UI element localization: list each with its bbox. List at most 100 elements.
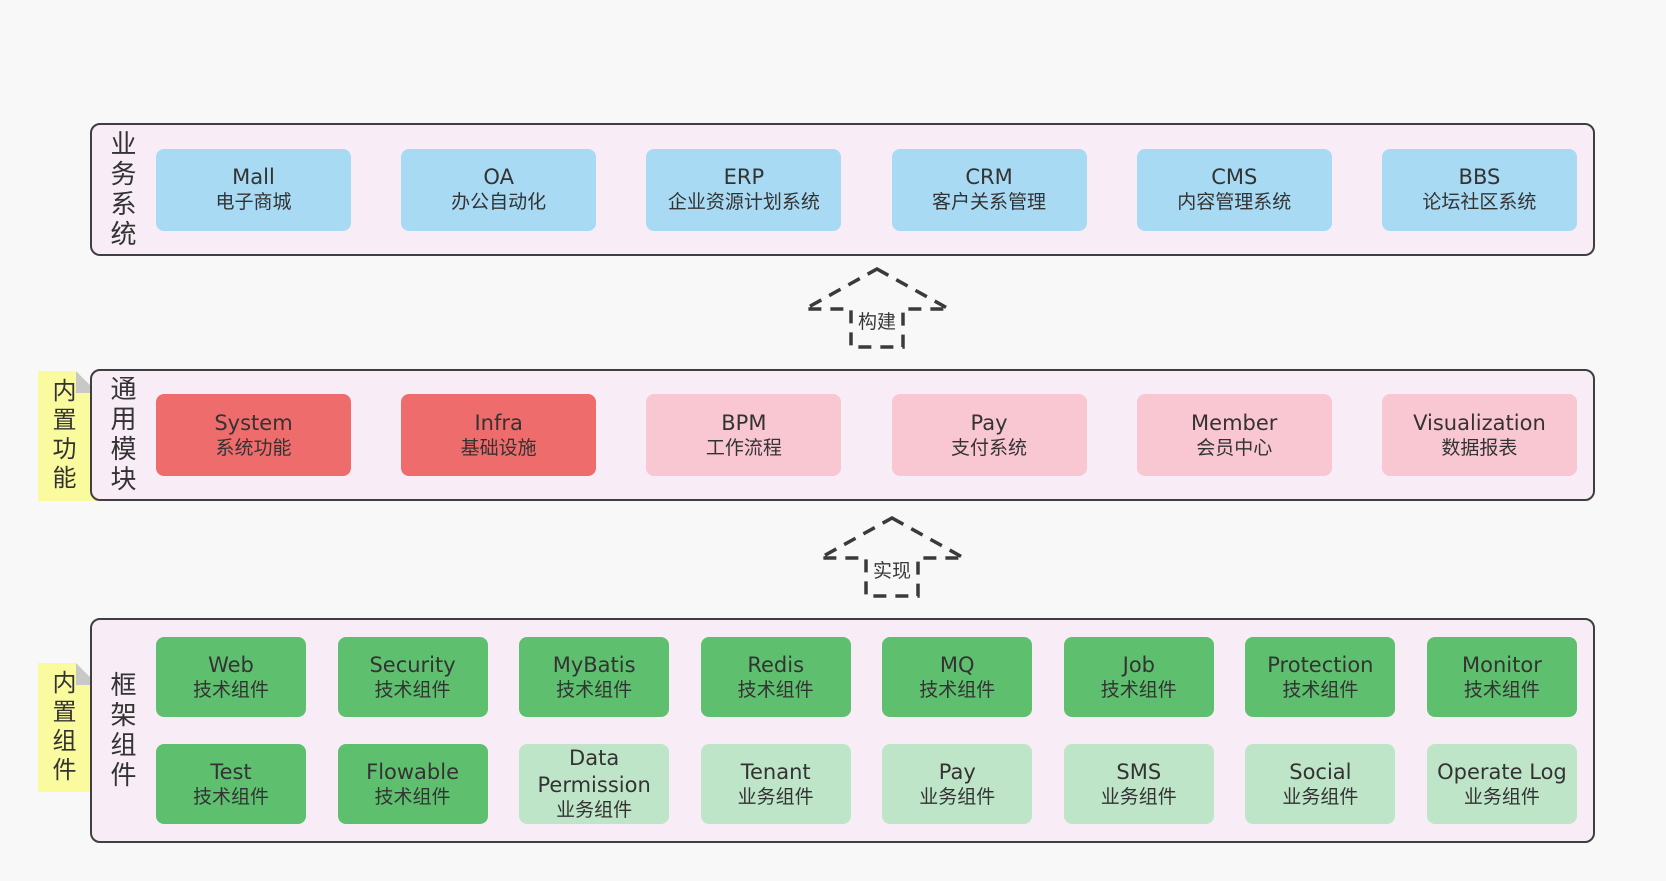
box-title: Member <box>1191 410 1278 435</box>
box-subtitle: 技术组件 <box>1282 678 1359 701</box>
box-erp: ERP 企业资源计划系统 <box>646 148 842 231</box>
box-operate-log: Operate Log 业务组件 <box>1426 744 1577 824</box>
box-subtitle: 工作流程 <box>705 436 782 459</box>
box-mq: MQ 技术组件 <box>882 637 1033 717</box>
box-subtitle: 论坛社区系统 <box>1422 191 1537 214</box>
box-subtitle: 技术组件 <box>919 678 996 701</box>
box-job: Job 技术组件 <box>1063 637 1214 717</box>
box-subtitle: 技术组件 <box>737 678 814 701</box>
box-subtitle: 会员中心 <box>1196 436 1273 459</box>
box-subtitle: 技术组件 <box>374 678 451 701</box>
box-flowable: Flowable 技术组件 <box>337 744 488 824</box>
box-member: Member 会员中心 <box>1136 394 1332 476</box>
box-title: MQ <box>939 652 975 677</box>
box-data-permission: Data Permission 业务组件 <box>519 744 670 824</box>
box-title: OA <box>483 165 514 190</box>
box-title: BBS <box>1458 165 1501 190</box>
box-subtitle: 技术组件 <box>1100 678 1177 701</box>
sticky-note-builtin-features: 内置功能 <box>38 371 98 501</box>
box-subtitle: 业务组件 <box>1463 785 1540 808</box>
box-subtitle: 办公自动化 <box>451 191 547 214</box>
box-title: Monitor <box>1462 652 1542 677</box>
arrow-label: 构建 <box>854 307 900 334</box>
box-subtitle: 基础设施 <box>460 436 537 459</box>
panel-common-modules: 通用模块 System 系统功能 Infra 基础设施 BPM 工作流程 Pay… <box>90 369 1595 501</box>
box-subtitle: 电子商城 <box>215 191 292 214</box>
arrow-label: 实现 <box>869 556 915 583</box>
box-bpm: BPM 工作流程 <box>646 394 842 476</box>
box-title: Protection <box>1267 652 1374 677</box>
panel-label-business: 业务系统 <box>106 129 136 250</box>
box-subtitle: 企业资源计划系统 <box>667 191 820 214</box>
dashed-up-arrow-icon <box>799 266 955 349</box>
box-title: Visualization <box>1413 410 1546 435</box>
box-tenant: Tenant 业务组件 <box>700 744 851 824</box>
box-security: Security 技术组件 <box>337 637 488 717</box>
box-test: Test 技术组件 <box>156 744 306 824</box>
box-bbs: BBS 论坛社区系统 <box>1381 148 1577 231</box>
sticky-note-label: 内置组件 <box>48 669 76 786</box>
box-title: Operate Log <box>1437 759 1567 784</box>
business-row: Mall 电子商城 OA 办公自动化 ERP 企业资源计划系统 CRM 客户关系… <box>156 148 1577 231</box>
box-title: Test <box>210 759 252 784</box>
sticky-note-label: 内置功能 <box>48 378 76 494</box>
panel-business-systems: 业务系统 Mall 电子商城 OA 办公自动化 ERP 企业资源计划系统 CRM… <box>90 123 1595 256</box>
box-sms: SMS 业务组件 <box>1063 744 1214 824</box>
box-subtitle: 业务组件 <box>919 785 996 808</box>
box-title: BPM <box>721 410 767 435</box>
box-title: System <box>214 410 293 435</box>
box-cms: CMS 内容管理系统 <box>1136 148 1332 231</box>
box-subtitle: 业务组件 <box>556 798 633 821</box>
box-subtitle: 技术组件 <box>192 678 269 701</box>
box-subtitle: 技术组件 <box>192 785 269 808</box>
box-title: Web <box>208 652 254 677</box>
box-web: Web 技术组件 <box>156 637 306 717</box>
box-subtitle: 技术组件 <box>556 678 633 701</box>
box-subtitle: 业务组件 <box>737 785 814 808</box>
dashed-up-arrow-icon <box>814 515 970 598</box>
panel-label-modules: 通用模块 <box>106 375 136 495</box>
framework-row-2: Test 技术组件 Flowable 技术组件 Data Permission … <box>156 744 1577 824</box>
box-infra: Infra 基础设施 <box>401 394 597 476</box>
box-title: Tenant <box>740 759 811 784</box>
box-title: Job <box>1122 652 1155 677</box>
box-mybatis: MyBatis 技术组件 <box>519 637 670 717</box>
box-title: SMS <box>1116 759 1162 784</box>
box-subtitle: 技术组件 <box>1463 678 1540 701</box>
box-social: Social 业务组件 <box>1245 744 1396 824</box>
arrow-implement-up: 实现 <box>814 515 970 599</box>
arrow-build-up: 构建 <box>799 266 955 350</box>
box-crm: CRM 客户关系管理 <box>891 148 1087 231</box>
box-title: CRM <box>965 165 1013 190</box>
box-title: CMS <box>1211 165 1258 190</box>
box-title: Pay <box>970 410 1008 435</box>
box-title: MyBatis <box>552 652 636 677</box>
box-system: System 系统功能 <box>156 394 351 476</box>
box-title: Flowable <box>366 759 459 784</box>
box-subtitle: 客户关系管理 <box>932 191 1047 214</box>
box-title: Data Permission <box>537 746 651 797</box>
box-title: Security <box>369 652 456 677</box>
box-oa: OA 办公自动化 <box>401 148 597 231</box>
box-protection: Protection 技术组件 <box>1245 637 1396 717</box>
box-redis: Redis 技术组件 <box>700 637 851 717</box>
box-subtitle: 支付系统 <box>951 436 1028 459</box>
box-subtitle: 技术组件 <box>374 785 451 808</box>
framework-row-1: Web 技术组件 Security 技术组件 MyBatis 技术组件 Redi… <box>156 637 1577 717</box>
box-title: ERP <box>723 165 765 190</box>
box-visualization: Visualization 数据报表 <box>1381 394 1577 476</box>
panel-label-framework: 框架组件 <box>106 670 136 791</box>
sticky-note-builtin-components: 内置组件 <box>38 663 98 792</box>
modules-row: System 系统功能 Infra 基础设施 BPM 工作流程 Pay 支付系统… <box>156 394 1577 476</box>
panel-framework-components: 框架组件 Web 技术组件 Security 技术组件 MyBatis 技术组件… <box>90 618 1595 843</box>
box-mall: Mall 电子商城 <box>156 148 351 231</box>
box-subtitle: 业务组件 <box>1100 785 1177 808</box>
box-title: Pay <box>938 759 976 784</box>
box-subtitle: 业务组件 <box>1282 785 1359 808</box>
box-pay: Pay 支付系统 <box>891 394 1087 476</box>
box-title: Mall <box>232 165 275 190</box>
box-subtitle: 数据报表 <box>1441 436 1518 459</box>
box-title: Infra <box>474 410 523 435</box>
box-pay-biz: Pay 业务组件 <box>882 744 1033 824</box>
